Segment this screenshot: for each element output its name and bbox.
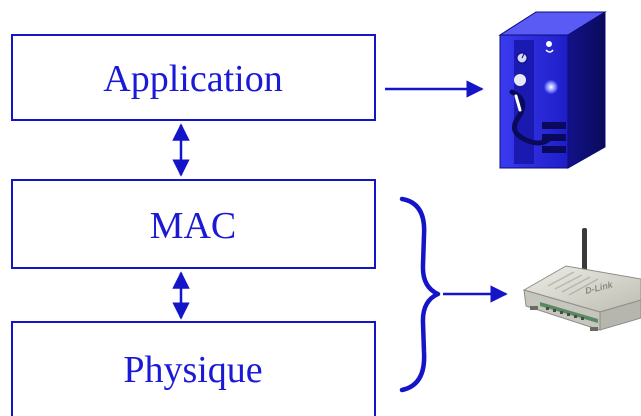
- server-icon: [498, 11, 607, 169]
- layer-label: Physique: [123, 349, 262, 391]
- layer-label: MAC: [150, 205, 237, 247]
- layer-box-mac: MAC: [11, 179, 376, 269]
- layer-label: Application: [103, 58, 282, 100]
- curly-brace: [399, 196, 441, 393]
- layer-box-application: Application: [11, 34, 376, 121]
- wireless-router-icon: D-Link: [522, 228, 641, 331]
- layer-box-physique: Physique: [11, 321, 376, 416]
